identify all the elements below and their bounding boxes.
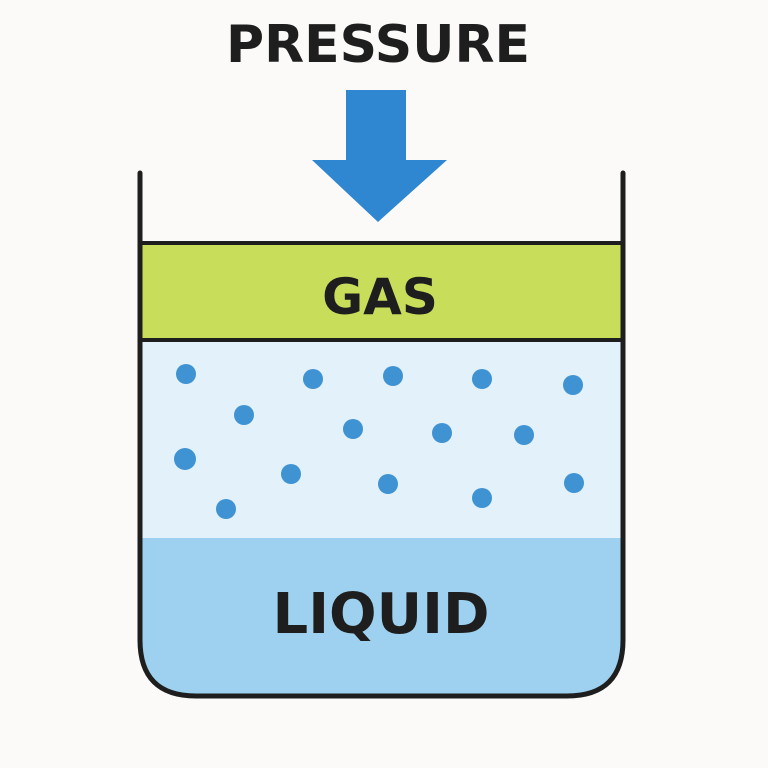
gas-particle — [234, 405, 254, 425]
gas-particle — [563, 375, 583, 395]
gas-particle — [378, 474, 398, 494]
gas-particle — [564, 473, 584, 493]
pressure-title: PRESSURE — [226, 15, 530, 75]
liquid-label: LIQUID — [273, 582, 490, 647]
gas-particles — [174, 364, 584, 519]
gas-particle — [216, 499, 236, 519]
gas-particle — [281, 464, 301, 484]
gas-particle — [303, 369, 323, 389]
gas-layer — [142, 243, 621, 340]
gas-particle — [514, 425, 534, 445]
gas-particle — [472, 488, 492, 508]
gas-particle — [432, 423, 452, 443]
liquid-layer — [142, 538, 621, 694]
gas-particle — [343, 419, 363, 439]
arrow-down-icon — [312, 90, 447, 222]
gas-particle — [383, 366, 403, 386]
container-outline — [137, 170, 626, 699]
dissolved-region — [142, 340, 621, 538]
gas-label: GAS — [322, 268, 438, 326]
gas-particle — [472, 369, 492, 389]
gas-particle — [174, 448, 196, 470]
gas-particle — [176, 364, 196, 384]
